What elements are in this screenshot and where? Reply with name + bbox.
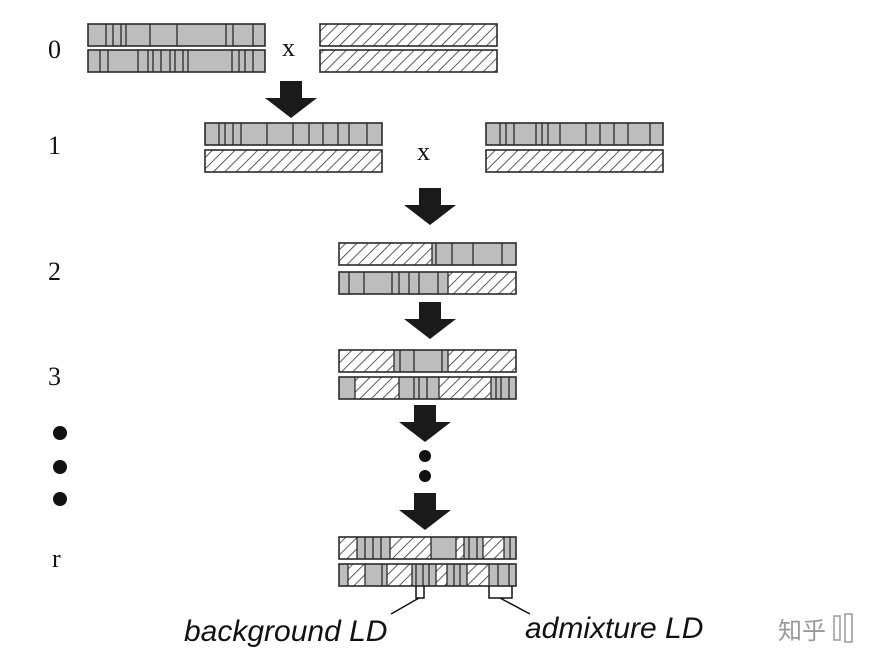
- cross-symbol-gen1: x: [417, 137, 430, 166]
- hatched-segment: [348, 564, 365, 586]
- chromosome-outline: [338, 349, 517, 373]
- chromosome-gen3-a: [338, 349, 517, 373]
- grey-segment: [88, 50, 265, 72]
- background-ld-leader: [390, 597, 420, 615]
- chromosome-gen3-b: [338, 376, 517, 400]
- ellipsis-dot: [53, 460, 67, 474]
- ellipsis-dot: [53, 492, 67, 506]
- grey-segment: [486, 123, 663, 145]
- grey-segment: [339, 272, 448, 294]
- chromosome-outline: [338, 536, 517, 560]
- chromosome-outline: [204, 122, 383, 146]
- grey-segment: [339, 377, 355, 399]
- grey-segment: [412, 564, 436, 586]
- admixture-ld-bracket: [488, 586, 513, 599]
- hatched-segment: [320, 50, 497, 72]
- chromosome-group: [87, 23, 664, 587]
- chromosome-outline: [338, 563, 517, 587]
- grey-segment: [447, 564, 467, 586]
- grey-segment: [339, 564, 348, 586]
- hatched-segment: [486, 150, 663, 172]
- arrow-group: [265, 81, 456, 530]
- hatched-segment: [339, 243, 432, 265]
- chromosome-genr-a: [338, 536, 517, 560]
- cross-symbol-gen0: x: [282, 33, 295, 62]
- grey-segment: [464, 537, 483, 559]
- generation-label-2: 2: [48, 257, 61, 286]
- watermark-text: 知乎: [778, 617, 826, 645]
- down-arrow-icon: [399, 405, 451, 442]
- chromosome-gen2-a: [338, 242, 517, 266]
- grey-segment: [431, 537, 456, 559]
- chromosome-outline: [338, 376, 517, 400]
- ellipsis-dot: [419, 470, 431, 482]
- chromosome-outline: [87, 49, 266, 73]
- hatched-segment: [387, 564, 412, 586]
- ellipsis-dot: [419, 450, 431, 462]
- grey-segment: [491, 377, 516, 399]
- background-ld-label: background LD: [184, 615, 387, 648]
- hatched-segment: [483, 537, 504, 559]
- grey-segment: [394, 350, 448, 372]
- chromosome-gen1-c: [485, 122, 664, 146]
- chromosome-outline: [204, 149, 383, 173]
- hatched-segment: [205, 150, 382, 172]
- down-arrow-icon: [404, 188, 456, 225]
- hatched-segment: [339, 350, 394, 372]
- chromosome-gen1-d: [485, 149, 664, 173]
- generation-label-1: 1: [48, 131, 61, 160]
- hatched-segment: [448, 272, 516, 294]
- admixture-ld-leader: [499, 597, 531, 615]
- hatched-segment: [456, 537, 464, 559]
- chromosome-gen1-a: [204, 122, 383, 146]
- chromosome-gen2-b: [338, 271, 517, 295]
- generation-label-0: 0: [48, 35, 61, 64]
- chromosome-outline: [485, 149, 664, 173]
- hatched-segment: [439, 377, 491, 399]
- hatched-segment: [448, 350, 516, 372]
- grey-segment: [432, 243, 516, 265]
- generation-label-3: 3: [48, 362, 61, 391]
- hatched-segment: [355, 377, 399, 399]
- down-arrow-icon: [399, 493, 451, 530]
- down-arrow-icon: [265, 81, 317, 118]
- chromosome-outline: [338, 242, 517, 266]
- grey-segment: [489, 564, 516, 586]
- hatched-segment: [339, 537, 357, 559]
- background-ld-bracket: [415, 586, 425, 599]
- chromosome-gen0-d: [319, 49, 498, 73]
- ellipsis-dot: [53, 426, 67, 440]
- hatched-segment: [436, 564, 447, 586]
- chromosome-gen1-b: [204, 149, 383, 173]
- hatched-segment: [467, 564, 489, 586]
- hatched-segment: [320, 24, 497, 46]
- chromosome-outline: [319, 49, 498, 73]
- chromosome-gen0-b: [87, 49, 266, 73]
- grey-segment: [365, 564, 387, 586]
- chromosome-outline: [87, 23, 266, 47]
- hatched-segment: [390, 537, 431, 559]
- watermark-logo-icon: [833, 613, 853, 643]
- chromosome-outline: [485, 122, 664, 146]
- chromosome-outline: [319, 23, 498, 47]
- chromosome-gen0-c: [319, 23, 498, 47]
- chromosome-outline: [338, 271, 517, 295]
- chromosome-genr-b: [338, 563, 517, 587]
- down-arrow-icon: [404, 302, 456, 339]
- admixture-ld-label: admixture LD: [525, 612, 703, 645]
- chromosome-gen0-a: [87, 23, 266, 47]
- generation-label-r: r: [52, 544, 61, 573]
